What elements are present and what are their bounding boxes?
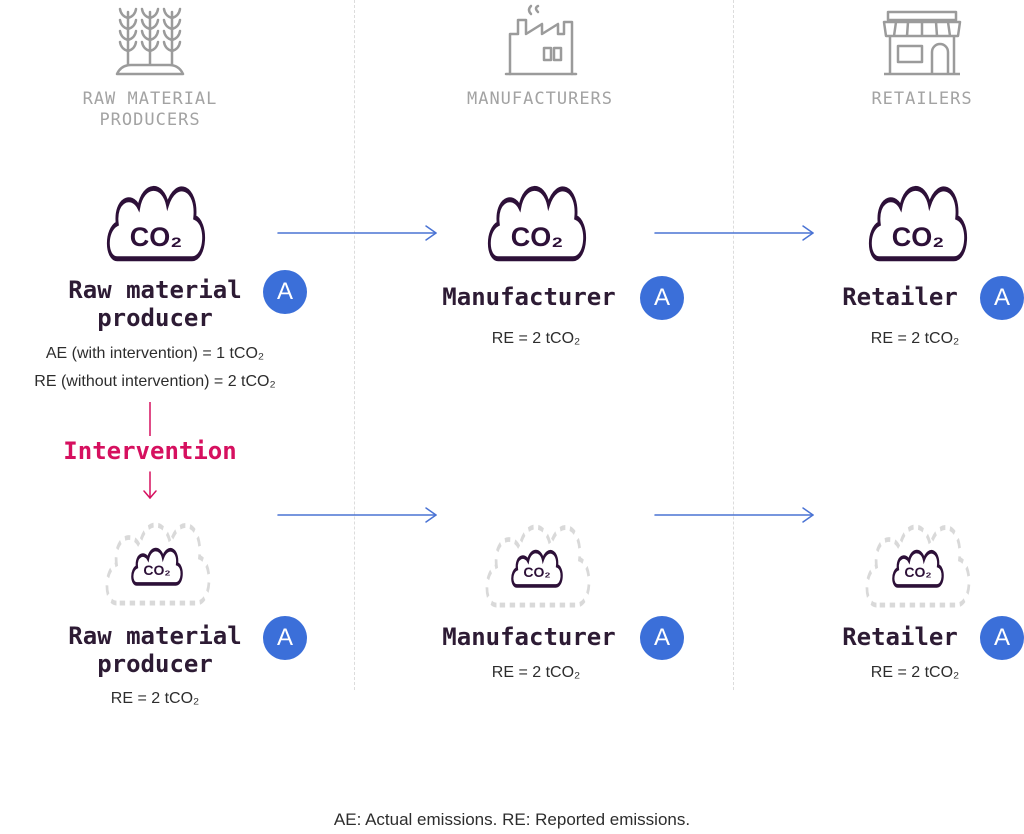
entity-name-manufacturer: Manufacturer	[442, 623, 616, 651]
reported-emissions-text: RE (without intervention) = 2 tCO₂	[34, 373, 276, 390]
reported-emissions-text: RE = 2 tCO₂	[870, 330, 960, 347]
co2-small-cloud-icon: CO₂	[508, 545, 566, 589]
co2-label: CO₂	[523, 564, 551, 580]
flow-arrow	[654, 225, 814, 241]
entity-badge: A	[980, 276, 1024, 320]
footnote: AE: Actual emissions. RE: Reported emiss…	[333, 810, 691, 829]
co2-cloud-icon: CO₂	[100, 175, 212, 265]
column-header-raw-material-producers: RAW MATERIAL PRODUCERS	[82, 89, 218, 130]
entity-badge: A	[640, 616, 684, 660]
entity-name-retailer: Retailer	[842, 283, 958, 311]
column-divider	[354, 0, 355, 690]
entity-name-raw-material-producer: Raw material producer	[68, 622, 242, 678]
flow-arrow	[277, 507, 437, 523]
co2-label: CO₂	[143, 562, 171, 578]
storefront-icon	[882, 10, 962, 76]
reported-emissions-text: RE = 2 tCO₂	[491, 664, 581, 681]
co2-cloud-icon: CO₂	[862, 175, 974, 265]
reported-emissions-text: RE = 2 tCO₂	[870, 664, 960, 681]
co2-label: CO₂	[891, 222, 945, 252]
intervention-label: Intervention	[63, 437, 237, 465]
entity-badge: A	[263, 270, 307, 314]
entity-badge: A	[263, 616, 307, 660]
co2-cloud-icon: CO₂	[481, 175, 593, 265]
co2-small-cloud-icon: CO₂	[128, 543, 186, 587]
actual-emissions-text: AE (with intervention) = 1 tCO₂	[45, 345, 265, 362]
entity-name-raw-material-producer: Raw material producer	[68, 276, 242, 332]
co2-small-cloud-icon: CO₂	[889, 545, 947, 589]
column-divider	[733, 0, 734, 690]
intervention-line	[149, 402, 151, 436]
column-header-manufacturers: MANUFACTURERS	[466, 89, 614, 109]
reported-emissions-text: RE = 2 tCO₂	[491, 330, 581, 347]
entity-name-manufacturer: Manufacturer	[442, 283, 616, 311]
co2-label: CO₂	[129, 222, 183, 252]
entity-badge: A	[980, 616, 1024, 660]
factory-icon	[504, 4, 578, 76]
intervention-arrow	[143, 471, 157, 499]
entity-name-retailer: Retailer	[842, 623, 958, 651]
reported-emissions-text: RE = 2 tCO₂	[110, 690, 200, 707]
flow-arrow	[654, 507, 814, 523]
co2-label: CO₂	[510, 222, 564, 252]
column-header-retailers: RETAILERS	[871, 89, 973, 109]
co2-label: CO₂	[904, 564, 932, 580]
flow-arrow	[277, 225, 437, 241]
wheat-field-icon	[115, 7, 185, 76]
entity-badge: A	[640, 276, 684, 320]
